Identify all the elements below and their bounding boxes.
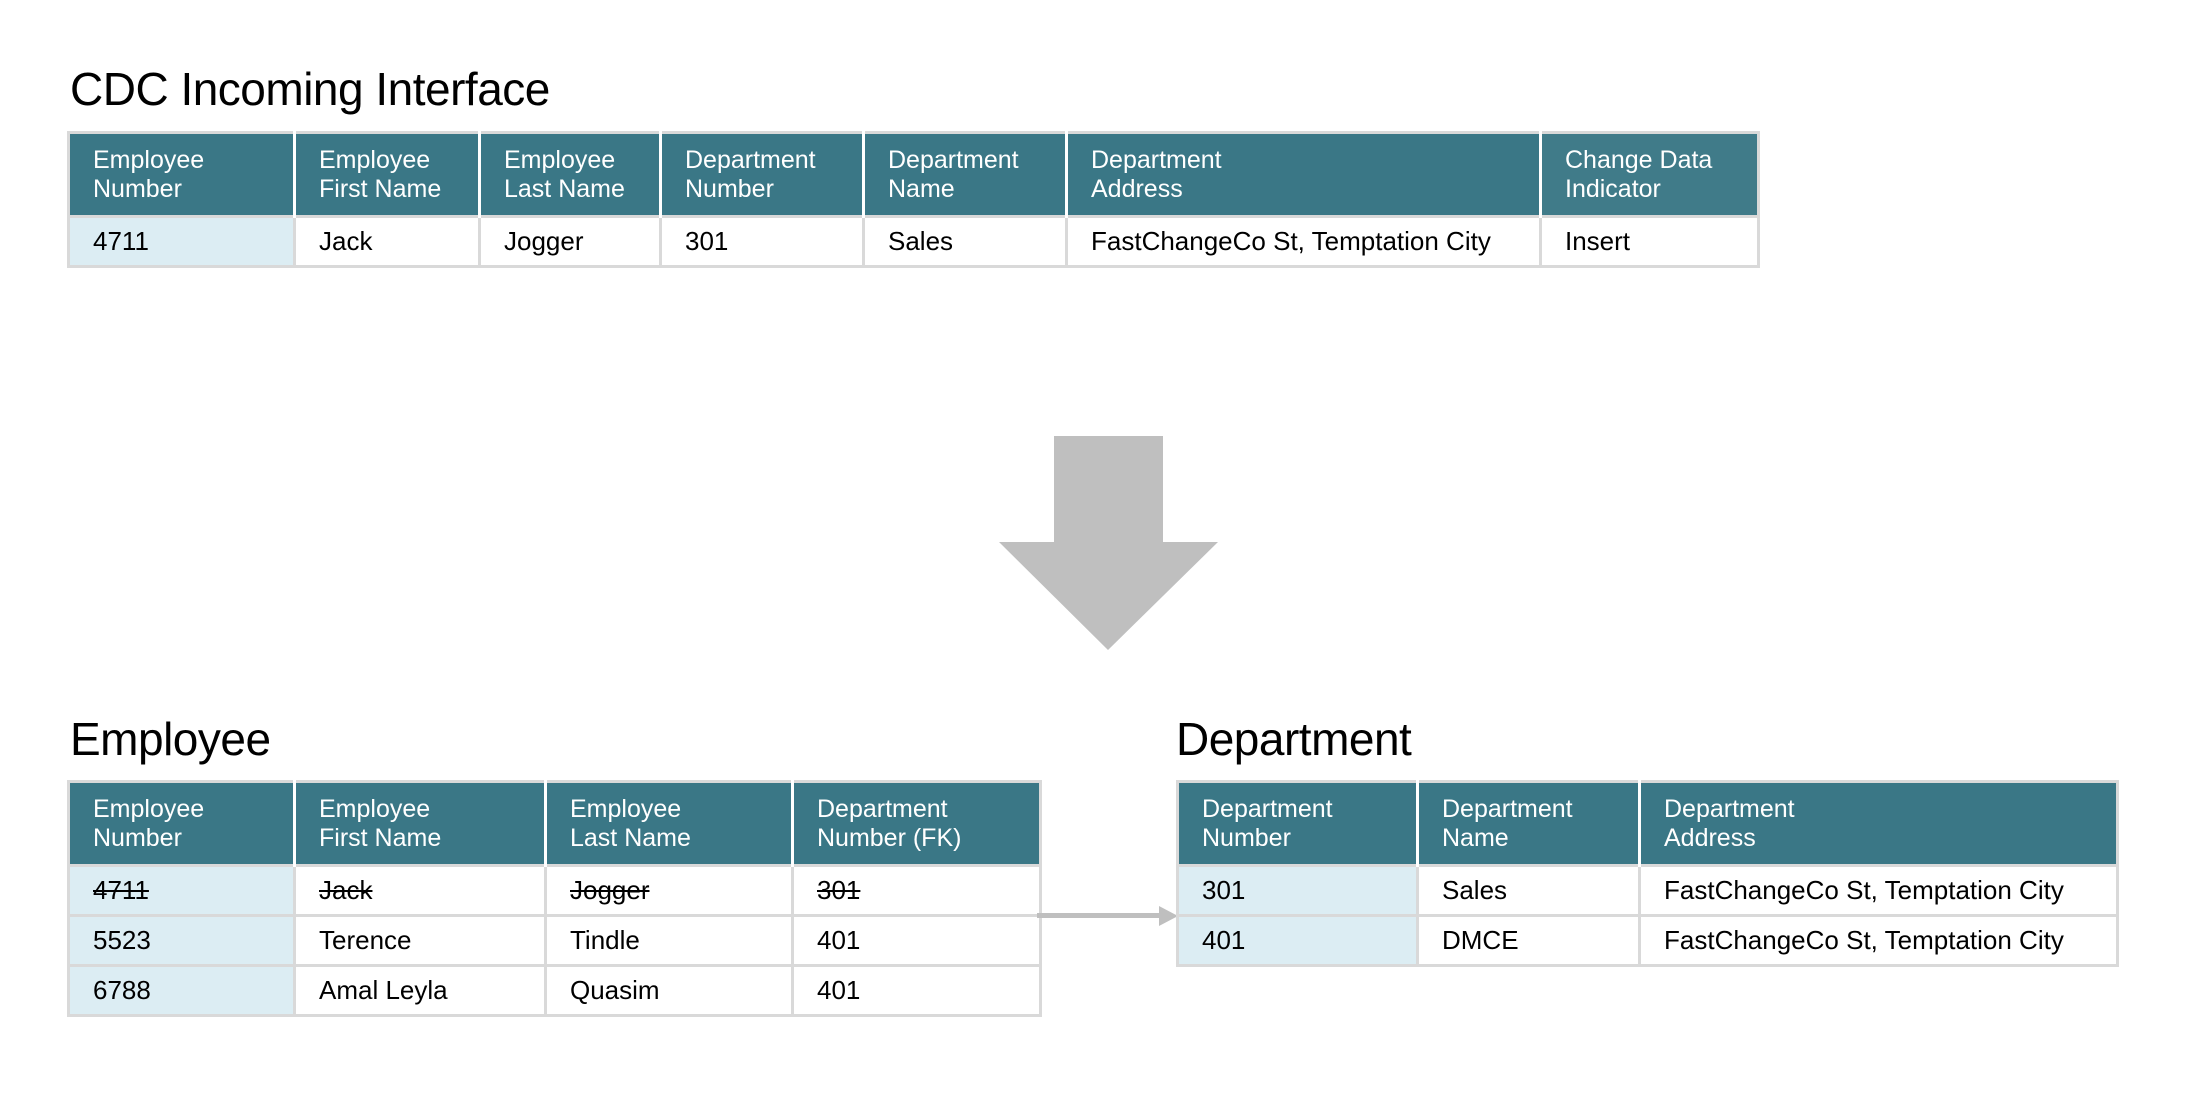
cell-department-fk: 301 [791, 864, 1042, 917]
cell-first-name: Amal Leyla [293, 964, 547, 1017]
cell-department-address: FastChangeCo St, Temptation City [1638, 864, 2119, 917]
table-row: 6788 Amal Leyla Quasim 401 [67, 964, 1042, 1017]
cell-department-name: DMCE [1416, 914, 1641, 967]
cell-department-number: 301 [659, 215, 865, 268]
employee-table-title: Employee [70, 713, 271, 765]
table-row: 5523 Terence Tindle 401 [67, 914, 1042, 967]
cell-department-fk: 401 [791, 914, 1042, 967]
table-row: 401 DMCE FastChangeCo St, Temptation Cit… [1176, 914, 2119, 967]
table-row-deleted: 4711 Jack Jogger 301 [67, 864, 1042, 917]
cell-employee-number: 4711 [67, 864, 296, 917]
cell-last-name: Tindle [544, 914, 794, 967]
down-arrow-icon [999, 436, 1218, 650]
cell-department-name: Sales [1416, 864, 1641, 917]
cell-department-number: 401 [1176, 914, 1419, 967]
table-row: 301 Sales FastChangeCo St, Temptation Ci… [1176, 864, 2119, 917]
cell-first-name: Jack [293, 215, 481, 268]
cell-change-indicator: Insert [1539, 215, 1760, 268]
cdc-interface-title: CDC Incoming Interface [70, 63, 550, 115]
department-table-title: Department [1176, 713, 1412, 765]
cell-department-address: FastChangeCo St, Temptation City [1065, 215, 1542, 268]
cell-employee-number: 5523 [67, 914, 296, 967]
cell-last-name: Quasim [544, 964, 794, 1017]
table-row: 4711 Jack Jogger 301 Sales FastChangeCo … [67, 215, 1760, 268]
cell-department-name: Sales [862, 215, 1068, 268]
cell-department-address: FastChangeCo St, Temptation City [1638, 914, 2119, 967]
cell-last-name: Jogger [544, 864, 794, 917]
cell-department-number: 301 [1176, 864, 1419, 917]
right-arrow-icon [1037, 906, 1178, 926]
cell-department-fk: 401 [791, 964, 1042, 1017]
cell-first-name: Terence [293, 914, 547, 967]
cell-first-name: Jack [293, 864, 547, 917]
cell-employee-number: 6788 [67, 964, 296, 1017]
cell-employee-number: 4711 [67, 215, 296, 268]
cell-last-name: Jogger [478, 215, 662, 268]
